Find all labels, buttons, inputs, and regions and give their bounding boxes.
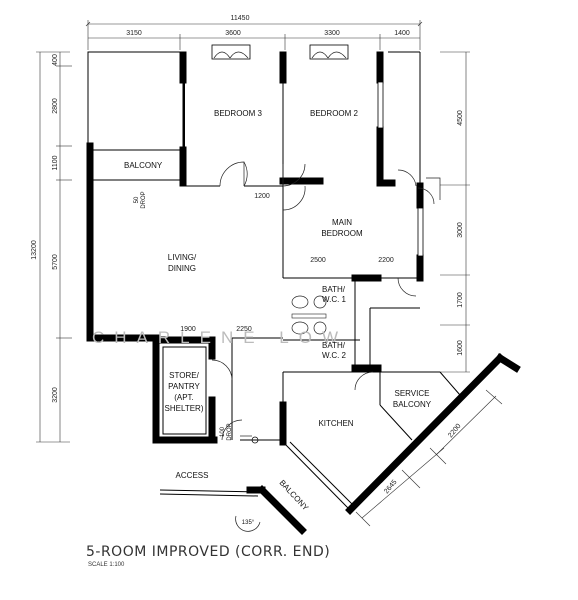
label-bath-1-line1: BATH/ <box>322 285 346 294</box>
dim-inner-1200: 1200 <box>254 193 270 200</box>
dim-right-1: 4500 <box>457 110 464 126</box>
dim-inner-1900: 1900 <box>180 326 196 333</box>
angle-arc-icon <box>235 515 261 532</box>
dim-left-5: 3200 <box>52 387 59 403</box>
right-dimension-lines <box>440 51 470 373</box>
label-access: ACCESS <box>176 471 209 480</box>
note-drop-1: 50 <box>134 196 140 203</box>
dim-inner-2200: 2200 <box>378 257 394 264</box>
dim-top-4: 1400 <box>394 30 410 37</box>
label-store-1: STORE/ <box>169 371 199 380</box>
dim-right-3: 1700 <box>457 292 464 308</box>
dim-left-2: 2800 <box>52 98 59 114</box>
bathroom-fixtures <box>291 295 327 335</box>
dim-left-1: 400 <box>52 54 59 66</box>
label-kitchen: KITCHEN <box>318 419 353 428</box>
note-angle: 135° <box>242 520 255 526</box>
label-store-4: SHELTER) <box>165 404 204 413</box>
note-shelter-door-2: DROP <box>227 423 233 440</box>
dim-diag-2645: 2645 <box>383 479 398 496</box>
label-store-2: PANTRY <box>168 382 200 391</box>
label-bedroom-2: BEDROOM 2 <box>310 109 359 118</box>
diagonal-dimension-lines <box>355 389 503 527</box>
label-service-2: BALCONY <box>393 400 432 409</box>
label-bath-1-line2: W.C. 1 <box>322 295 347 304</box>
thin-outlines <box>87 51 461 509</box>
dim-left-total: 13200 <box>31 240 38 260</box>
top-dimension-lines <box>85 20 423 50</box>
label-bath-2-line1: BATH/ <box>322 341 346 350</box>
label-main-bedroom-2: BEDROOM <box>321 229 363 238</box>
label-bath-2-line2: W.C. 2 <box>322 351 347 360</box>
dim-left-4: 5700 <box>52 254 59 270</box>
label-service-1: SERVICE <box>395 389 430 398</box>
dim-inner-2250: 2250 <box>236 326 252 333</box>
dim-top-3: 3300 <box>324 30 340 37</box>
dim-top-2: 3600 <box>225 30 241 37</box>
dim-top-1: 3150 <box>126 30 142 37</box>
left-dimension-lines <box>36 51 72 443</box>
walls <box>86 51 521 535</box>
label-balcony-top: BALCONY <box>124 161 163 170</box>
note-drop-2: DROP <box>141 191 147 208</box>
dim-right-2: 3000 <box>457 222 464 238</box>
dim-inner-2500: 2500 <box>310 257 326 264</box>
note-shelter-door-1: 100 <box>220 426 226 437</box>
label-living-2: DINING <box>168 264 196 273</box>
label-main-bedroom-1: MAIN <box>332 218 352 227</box>
windows <box>183 44 424 257</box>
label-store-3: (APT. <box>174 393 194 402</box>
label-bedroom-3: BEDROOM 3 <box>214 109 263 118</box>
plan-title: 5-ROOM IMPROVED (CORR. END) <box>86 544 330 560</box>
plan-scale: SCALE 1:100 <box>88 562 125 568</box>
doors <box>211 161 441 444</box>
label-living-1: LIVING/ <box>168 253 197 262</box>
watermark: CHARLENE LOW <box>92 328 348 347</box>
dim-top-total: 11450 <box>231 15 250 22</box>
dim-right-4: 1600 <box>457 340 464 356</box>
dim-left-3: 1100 <box>52 155 59 170</box>
